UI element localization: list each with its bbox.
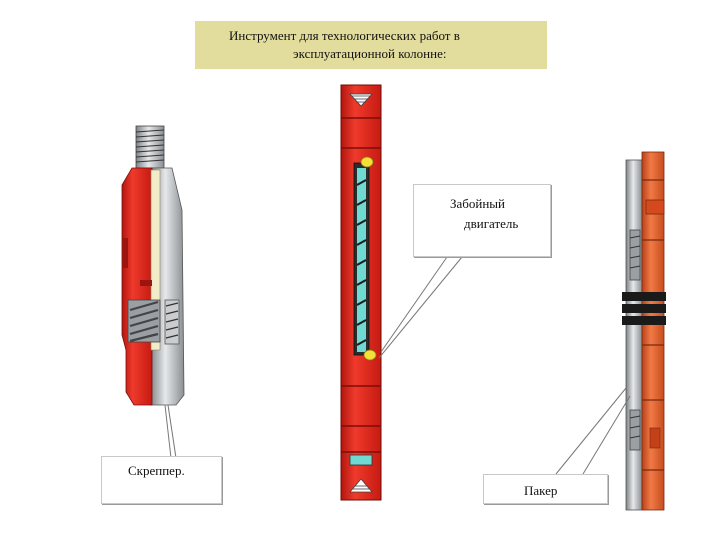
downhole-motor-tool [340, 84, 382, 501]
scraper-tool [121, 125, 185, 406]
motor-label-line-2: двигатель [464, 216, 519, 231]
leader-lines [164, 256, 631, 475]
packer-label: Пакер [524, 483, 558, 498]
leader-motor-2 [380, 256, 448, 353]
callout-scraper: Скреппер. [101, 456, 222, 504]
title-box: Инструмент для технологических работ в э… [195, 21, 547, 69]
leader-packer-1 [555, 387, 627, 475]
motor-label-line-1: Забойный [450, 196, 506, 211]
callout-packer: Пакер [483, 474, 608, 504]
scraper-label: Скреппер. [128, 463, 185, 478]
callout-downhole-motor: Забойный двигатель [413, 184, 551, 257]
title-line-1: Инструмент для технологических работ в [229, 28, 460, 43]
leader-scraper-1 [167, 404, 177, 459]
packer-tool [622, 151, 666, 511]
leader-motor-1 [378, 256, 463, 359]
title-line-2: эксплуатационной колонне: [293, 46, 447, 61]
leader-scraper-2 [164, 404, 172, 459]
leader-packer-2 [582, 395, 631, 475]
